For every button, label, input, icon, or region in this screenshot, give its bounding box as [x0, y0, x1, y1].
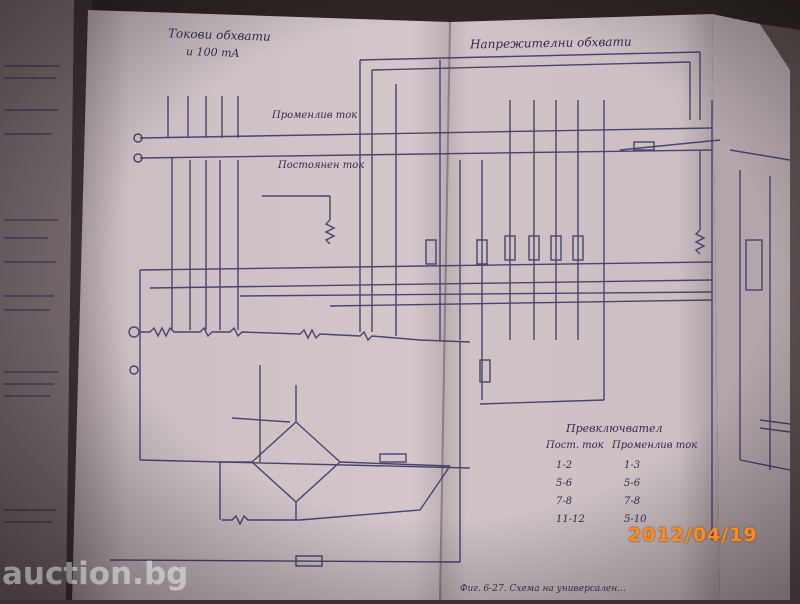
ac-current-label: Променлив ток: [272, 110, 358, 121]
dc-current-label: Постоянен ток: [278, 160, 365, 171]
switch-table-cell: 1-3: [624, 460, 641, 471]
switch-table-cell: 11-12: [556, 514, 585, 525]
switch-table-cell: 1-2: [556, 460, 573, 471]
voltage-ranges-label: Напрежителни обхвати: [469, 34, 632, 52]
switch-table-cell: 7-8: [624, 496, 641, 507]
figure-caption: Фиг. 6-27. Схема на универсален...: [460, 584, 626, 594]
switch-col-ac: Променлив ток: [612, 440, 698, 451]
current-ranges-label-2: и 100 mA: [185, 45, 240, 60]
switch-table-cell: 5-6: [556, 478, 573, 489]
switch-table-cell: 7-8: [556, 496, 573, 507]
date-stamp: 2012/04/19: [628, 524, 758, 546]
watermark: auction.bg: [2, 556, 189, 592]
switch-table-cell: 5-10: [624, 514, 647, 525]
switch-table-cell: 5-6: [624, 478, 641, 489]
switch-title: Превключвател: [566, 422, 663, 435]
switch-col-dc: Пост. ток: [546, 440, 604, 451]
